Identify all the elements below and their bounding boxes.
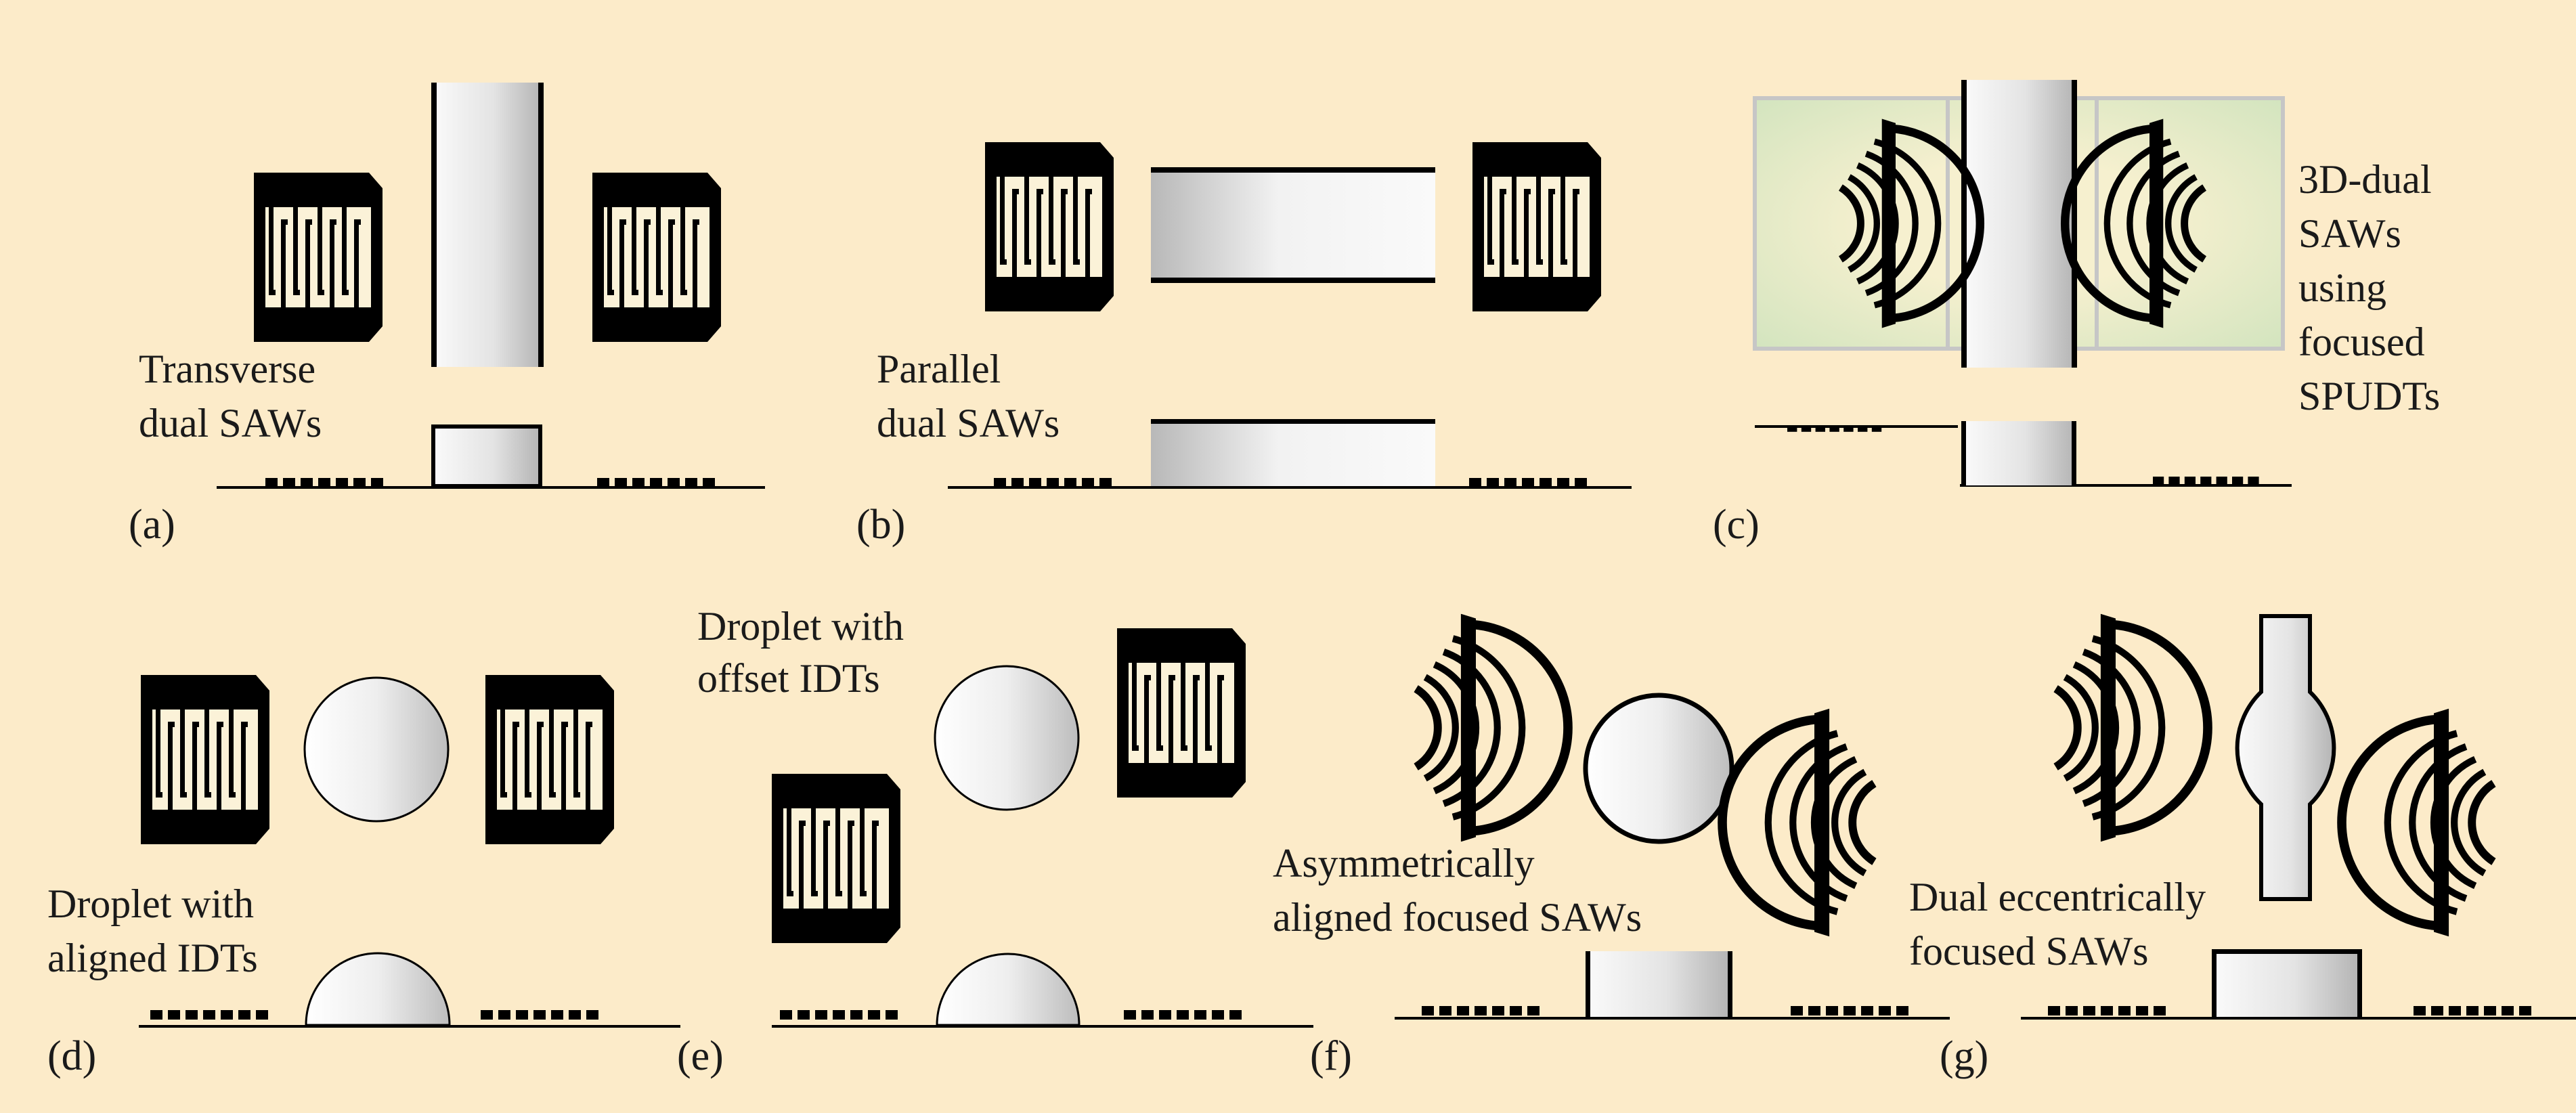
electrode-side-left-g (2048, 1006, 2166, 1016)
caption-e-line1: Droplet with (697, 604, 904, 649)
channel-side-c (1963, 421, 2075, 485)
electrode-side-left-c (1787, 425, 1882, 432)
idt-left-d (141, 675, 269, 844)
substrate-line-e (772, 1025, 1313, 1028)
droplet-channel-g (2235, 614, 2336, 901)
caption-b-line1: Parallel (877, 347, 1001, 391)
electrode-side-left-d (150, 1010, 268, 1020)
electrode-side-right-d (481, 1010, 598, 1020)
droplet-d (303, 676, 450, 823)
channel-a (433, 83, 542, 367)
substrate-line-d (139, 1025, 680, 1028)
electrode-side-left-e (780, 1010, 898, 1020)
electrode-side-right-e (1124, 1010, 1242, 1020)
idt-right-b (1472, 142, 1601, 311)
caption-c-line4: focused (2298, 320, 2425, 364)
channel-side-wall-right-g (2357, 951, 2362, 1017)
substrate-line-g (2021, 1017, 2576, 1020)
electrode-side-right-c (2153, 477, 2259, 485)
caption-d-line1: Droplet with (47, 881, 254, 926)
caption-c-line5: SPUDTs (2298, 374, 2440, 418)
substrate-line-c-left (1755, 425, 1958, 428)
caption-c-line2: SAWs (2298, 211, 2401, 256)
panel-tag-d: (d) (47, 1033, 96, 1079)
electrode-side-right-b (1469, 478, 1587, 487)
idt-right-e (1117, 628, 1246, 798)
panel-d: Droplet with aligned IDTs (d) (47, 675, 680, 1079)
panel-tag-e: (e) (677, 1033, 724, 1079)
caption-e-line2: offset IDTs (697, 656, 880, 701)
channel-side-a (431, 424, 542, 488)
channel-wall-left-a (431, 83, 437, 367)
panel-f: Asymmetrically aligned focused SAWs (f) (1273, 614, 1950, 1079)
caption-c-line1: 3D-dual (2298, 157, 2432, 202)
channel-side-g (2214, 951, 2359, 1017)
idt-right-a (592, 173, 721, 342)
droplet-side-e (936, 953, 1080, 1026)
channel-side-top-b (1151, 419, 1435, 424)
electrode-side-left-b (994, 478, 1112, 487)
channel-side-wall-left-c (1961, 421, 1966, 485)
idt-right-d (485, 675, 614, 844)
channel-side-wall-left-f (1586, 951, 1590, 1017)
channel-side-wall-right-c (2072, 421, 2076, 485)
panel-b: Parallel dual SAWs (b) (856, 142, 1632, 548)
droplet-side-d (305, 952, 451, 1026)
electrode-side-right-g (2414, 1006, 2531, 1016)
caption-c-line3: using (2298, 265, 2386, 310)
panel-tag-c: (c) (1713, 502, 1760, 548)
caption-a-line1: Transverse (139, 347, 315, 391)
channel-side-b (1151, 421, 1435, 486)
channel-side-wall-right-f (1728, 951, 1732, 1017)
caption-g-line2: focused SAWs (1909, 929, 2148, 974)
idt-left-e (772, 774, 900, 943)
panel-tag-b: (b) (856, 502, 905, 548)
caption-f-line1: Asymmetrically (1273, 841, 1535, 886)
substrate-line-f (1395, 1017, 1950, 1020)
panel-c: 3D-dual SAWs using focused SPUDTs (c) (1713, 80, 2440, 548)
channel-b (1151, 169, 1435, 281)
electrode-side-left-a (265, 478, 383, 487)
electrode-side-left-f (1422, 1006, 1540, 1016)
channel-wall-right-c (2072, 80, 2077, 368)
electrode-side-right-f (1791, 1006, 1908, 1016)
caption-g-line1: Dual eccentrically (1909, 875, 2206, 919)
panel-a: Transverse dual SAWs (a) (129, 83, 765, 548)
caption-d-line2: aligned IDTs (47, 936, 258, 980)
caption-a-line2: dual SAWs (139, 401, 322, 445)
substrate-line-c-right (1960, 484, 2292, 487)
panel-e: Droplet with offset IDTs (e) (677, 604, 1313, 1079)
substrate-line-b (948, 486, 1632, 489)
channel-wall-left-c (1961, 80, 1967, 368)
channel-side-wall-left-g (2212, 951, 2217, 1017)
caption-b-line2: dual SAWs (877, 401, 1060, 445)
channel-side-f (1588, 951, 1730, 1017)
panel-tag-g: (g) (1940, 1033, 1988, 1079)
channel-side-top-g (2212, 949, 2362, 954)
channel-wall-right-a (538, 83, 544, 367)
channel-wall-top-b (1151, 167, 1435, 173)
droplet-f (1583, 693, 1734, 844)
channel-wall-bottom-b (1151, 278, 1435, 283)
panel-tag-a: (a) (129, 502, 175, 548)
droplet-e (934, 665, 1080, 811)
idt-left-b (985, 142, 1114, 311)
panel-g: Dual eccentrically focused SAWs (g) (1909, 614, 2576, 1079)
idt-left-a (254, 173, 383, 342)
electrode-side-right-a (597, 478, 715, 487)
caption-f-line2: aligned focused SAWs (1273, 895, 1642, 940)
panel-tag-f: (f) (1310, 1033, 1352, 1079)
